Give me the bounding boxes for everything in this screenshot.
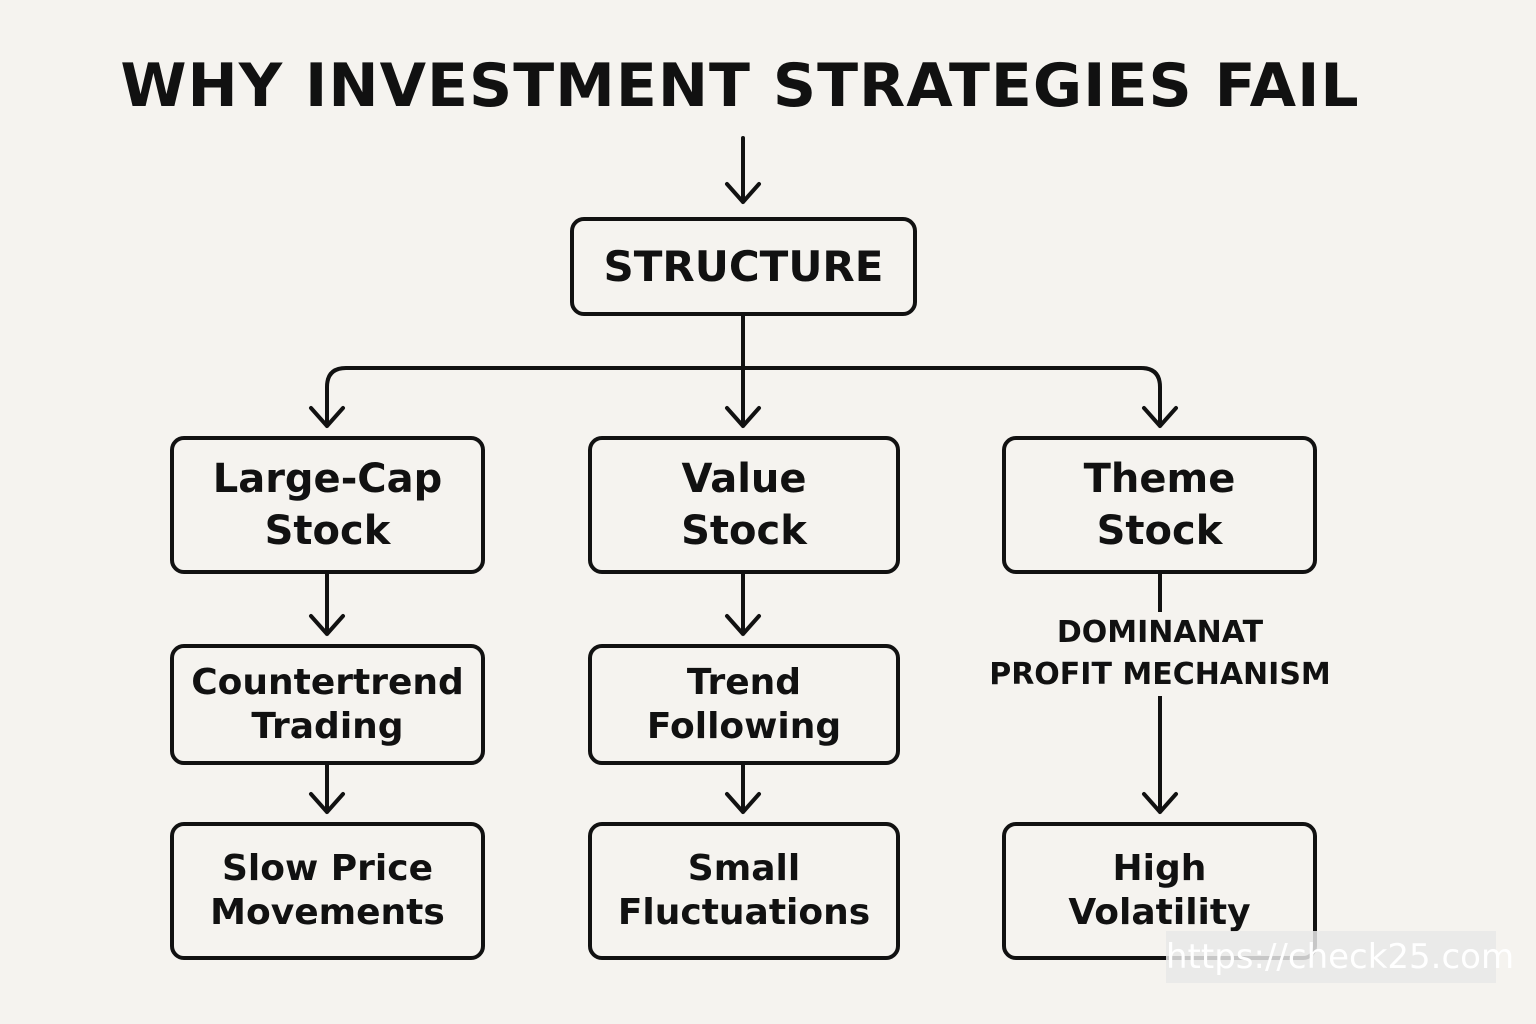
arrow-title-to-structure [725,136,761,204]
node-theme-stock-label: Theme Stock [1083,456,1236,554]
node-slow-price-movements-label: Slow Price Movements [210,848,445,933]
node-countertrend-trading: Countertrend Trading [170,644,485,765]
node-value-stock: Value Stock [588,436,900,574]
diagram-title: WHY INVESTMENT STRATEGIES FAIL [120,51,1360,121]
node-large-cap-stock: Large-Cap Stock [170,436,485,574]
arrow-trend-following-to-small [725,763,761,814]
arrow-structure-to-theme [741,366,1178,428]
arrow-structure-to-value [725,314,761,428]
node-large-cap-stock-label: Large-Cap Stock [212,456,443,554]
arrow-structure-to-large-cap [309,366,745,428]
arrow-countertrend-to-slow-price [309,763,345,814]
node-high-volatility-label: High Volatility [1068,848,1251,933]
node-trend-following-label: Trend Following [646,661,842,747]
node-small-fluctuations: Small Fluctuations [588,822,900,960]
node-structure: STRUCTURE [570,217,917,316]
watermark: https://check25.com [1166,931,1514,983]
arrow-value-to-trend-following [725,572,761,636]
arrow-large-cap-to-countertrend [309,572,345,636]
node-small-fluctuations-label: Small Fluctuations [617,848,871,933]
node-theme-stock: Theme Stock [1002,436,1317,574]
node-value-stock-label: Value Stock [681,456,807,554]
edge-label-dominant-profit-mechanism: DOMINANAT PROFIT MECHANISM [960,612,1360,696]
node-high-volatility: High Volatility [1002,822,1317,960]
node-structure-label: STRUCTURE [603,241,884,291]
node-trend-following: Trend Following [588,644,900,765]
node-countertrend-trading-label: Countertrend Trading [191,661,464,747]
node-slow-price-movements: Slow Price Movements [170,822,485,960]
